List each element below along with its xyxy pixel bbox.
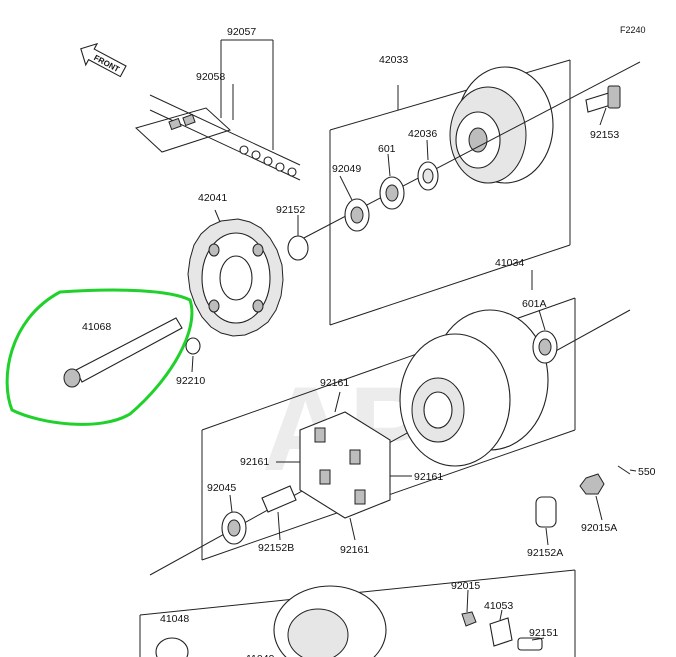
label-92152B: 92152B xyxy=(258,542,294,554)
sprocket-42041 xyxy=(187,218,284,337)
label-42041: 42041 xyxy=(198,192,227,204)
wheel-hub-41034 xyxy=(399,309,558,467)
label-550: 550 xyxy=(638,466,656,478)
label-42036: 42036 xyxy=(408,128,437,140)
collar-92152A xyxy=(535,496,557,528)
label-92161-bottom: 92161 xyxy=(340,544,369,556)
label-92152A: 92152A xyxy=(527,547,563,559)
label-92210: 92210 xyxy=(176,375,205,387)
axle-41068 xyxy=(63,317,201,388)
label-41034: 41034 xyxy=(495,257,524,269)
label-92152: 92152 xyxy=(276,204,305,216)
label-42033: 42033 xyxy=(379,54,408,66)
label-41048: 41048 xyxy=(160,613,189,625)
front-arrow-icon: FRONT xyxy=(80,42,127,78)
label-601: 601 xyxy=(378,143,396,155)
label-41053: 41053 xyxy=(484,600,513,612)
label-92015A: 92015A xyxy=(581,522,617,534)
label-92153: 92153 xyxy=(590,129,619,141)
label-92049: 92049 xyxy=(332,163,361,175)
hub-dampers-92161 xyxy=(299,411,391,519)
collar-92152B xyxy=(261,485,297,513)
label-92151: 92151 xyxy=(529,627,558,639)
sprocket-hub xyxy=(299,59,641,326)
figure-code: F2240 xyxy=(620,25,646,35)
highlight-circle xyxy=(5,288,194,426)
nut-92015A xyxy=(579,473,605,495)
label-92161-top: 92161 xyxy=(320,377,349,389)
brake-group-box xyxy=(139,569,576,657)
label-92161-left: 92161 xyxy=(240,456,269,468)
label-92057: 92057 xyxy=(227,26,256,38)
label-92015: 92015 xyxy=(451,580,480,592)
label-92045: 92045 xyxy=(207,482,236,494)
label-601A: 601A xyxy=(522,298,547,310)
part-labels: 92057 92058 42033 92153 42036 601 92049 … xyxy=(82,26,656,657)
label-11049: 11049 xyxy=(246,653,275,657)
label-92058: 92058 xyxy=(196,71,225,83)
label-41068: 41068 xyxy=(82,321,111,333)
label-92161-right: 92161 xyxy=(414,471,443,483)
drive-chain xyxy=(135,39,301,181)
collar-92152 xyxy=(287,235,309,261)
leader-lines xyxy=(191,84,637,641)
cotter-pin-550 xyxy=(617,465,631,475)
